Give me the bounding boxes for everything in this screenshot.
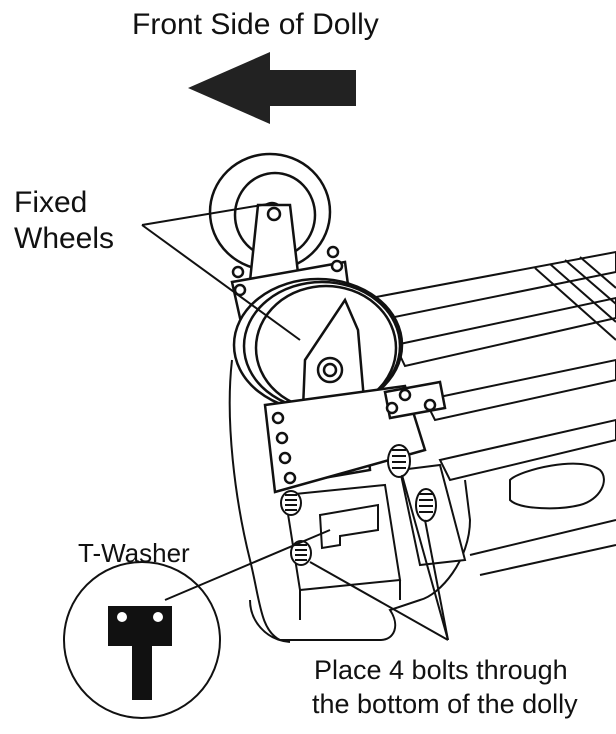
t-washer-detail [63, 561, 221, 719]
t-washer-in-slot [318, 503, 379, 550]
front-wheel [232, 277, 447, 494]
front-direction-arrow [188, 52, 356, 124]
leader-lines [141, 203, 449, 641]
t-washer-icon [108, 606, 172, 700]
bolts-instruction-line2: the bottom of the dolly [312, 689, 578, 719]
bolt-3 [387, 444, 411, 478]
diagram-title: Front Side of Dolly [132, 8, 379, 41]
t-washer-label: T-Washer [78, 538, 190, 568]
fixed-wheels-label-line2: Wheels [14, 222, 115, 255]
bolts [280, 444, 437, 566]
bolt-4 [415, 488, 437, 522]
bolts-instruction-line1: Place 4 bolts through [314, 655, 568, 685]
bolt-2 [290, 540, 312, 566]
bolt-1 [280, 490, 302, 516]
fixed-wheels-label-line1: Fixed [14, 186, 88, 219]
